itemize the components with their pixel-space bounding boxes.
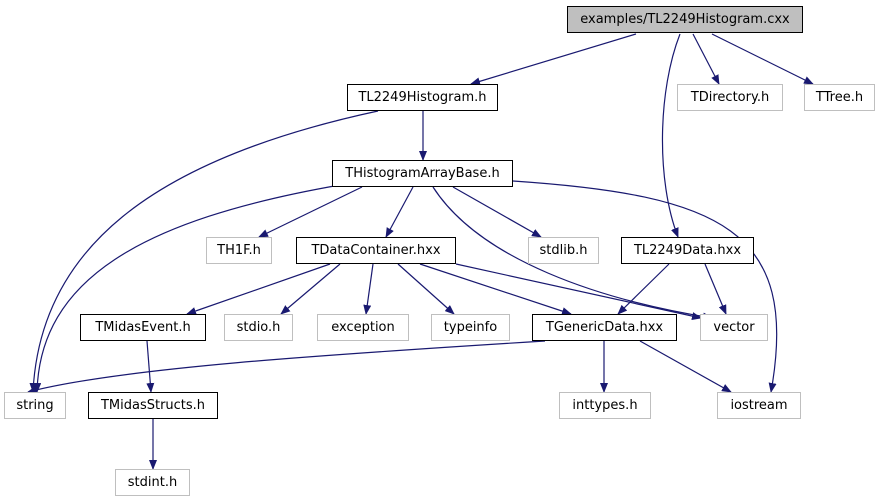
node-tdirectory-h: TDirectory.h: [677, 84, 783, 111]
edge-tgenericdata-hxx-to-iostream: [639, 340, 732, 393]
node-string: string: [4, 392, 66, 419]
node-thistogramarraybase-h[interactable]: THistogramArrayBase.h: [332, 160, 513, 187]
node-ttree-h: TTree.h: [804, 84, 875, 111]
edge-root-to-tl2249data-hxx: [661, 33, 681, 238]
edge-tdatacontainer-hxx-to-vector: [455, 263, 702, 320]
edge-tdatacontainer-hxx-to-typeinfo: [397, 263, 455, 315]
edge-thistogramarraybase-h-to-stdlib-h: [452, 186, 542, 238]
node-tmidasevent-h[interactable]: TMidasEvent.h: [80, 314, 206, 341]
node-vector: vector: [700, 314, 768, 341]
node-stdint-h: stdint.h: [115, 469, 190, 496]
edge-root-to-tl2249histogram-h: [470, 33, 637, 86]
node-tmidasstructs-h[interactable]: TMidasStructs.h: [88, 392, 218, 419]
edge-tl2249histogram-h-to-string: [29, 110, 379, 393]
node-th1f-h: TH1F.h: [206, 237, 272, 264]
edge-root-to-ttree-h: [711, 33, 814, 85]
node-typeinfo: typeinfo: [431, 314, 510, 341]
edge-tdatacontainer-hxx-to-exception: [363, 263, 374, 315]
edge-thistogramarraybase-h-to-iostream: [512, 180, 778, 393]
edge-tl2249data-hxx-to-vector: [704, 263, 727, 315]
edge-thistogramarraybase-h-to-vector: [432, 186, 713, 321]
node-iostream: iostream: [717, 392, 801, 419]
edge-thistogramarraybase-h-to-tdatacontainer-hxx: [385, 186, 414, 238]
edge-thistogramarraybase-h-to-string: [33, 184, 341, 393]
node-exception: exception: [317, 314, 409, 341]
edge-tdatacontainer-hxx-to-tgenericdata-hxx: [419, 263, 572, 315]
edge-thistogramarraybase-h-to-th1f-h: [258, 186, 363, 238]
node-inttypes-h: inttypes.h: [559, 392, 651, 419]
node-tgenericdata-hxx[interactable]: TGenericData.hxx: [532, 314, 677, 341]
edge-tl2249data-hxx-to-tgenericdata-hxx: [617, 263, 670, 315]
edge-tdatacontainer-hxx-to-stdio-h: [280, 263, 341, 315]
node-root-file[interactable]: examples/TL2249Histogram.cxx: [567, 6, 803, 33]
node-stdio-h: stdio.h: [224, 314, 293, 341]
edge-root-to-tdirectory-h: [692, 33, 720, 85]
node-tl2249data-hxx[interactable]: TL2249Data.hxx: [621, 237, 754, 264]
node-tdatacontainer-hxx[interactable]: TDataContainer.hxx: [296, 237, 456, 264]
edge-tdatacontainer-hxx-to-tmidasevent-h: [186, 263, 331, 315]
node-stdlib-h: stdlib.h: [528, 237, 599, 264]
node-tl2249histogram-h[interactable]: TL2249Histogram.h: [347, 84, 498, 111]
edge-tgenericdata-hxx-to-string: [27, 340, 546, 394]
edge-tmidasevent-h-to-tmidasstructs-h: [146, 340, 155, 393]
